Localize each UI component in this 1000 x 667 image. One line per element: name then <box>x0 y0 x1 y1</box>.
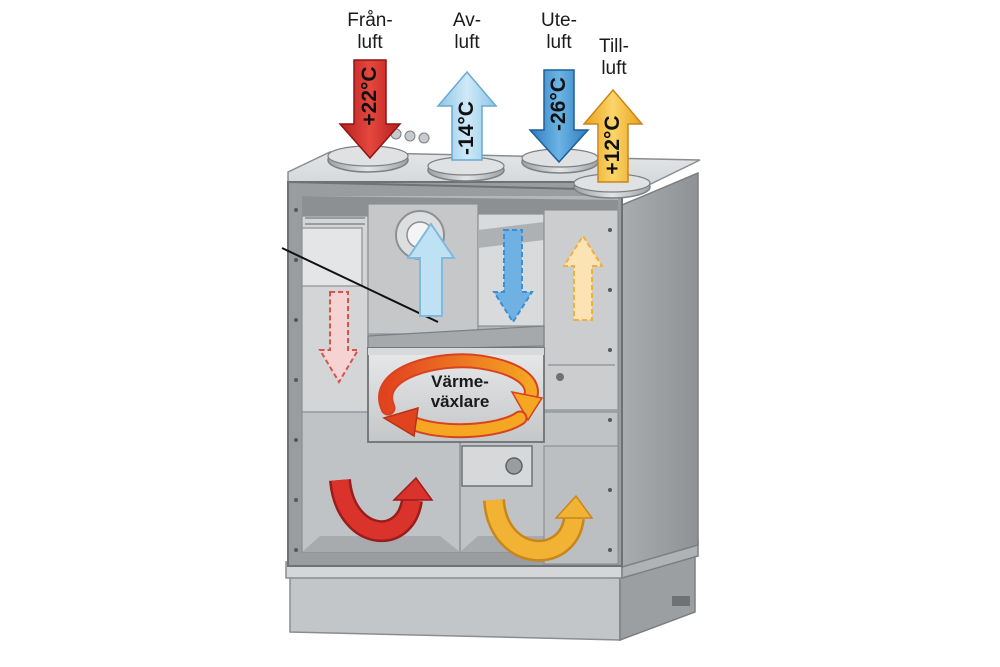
heat-exchanger-label-line2: växlare <box>430 392 490 411</box>
franluft-label-line2: luft <box>357 32 383 53</box>
avluft-arrow <box>436 70 498 161</box>
interior-extract-arrow-up <box>406 222 456 317</box>
uteluft-arrow <box>528 69 590 164</box>
interior-exhaust-arrow-down <box>318 291 360 384</box>
uteluft-temperature: -26°C <box>547 77 570 131</box>
franluft-label-line1: Från- <box>347 10 393 31</box>
tilluft-label: Till- luft <box>574 36 654 80</box>
tilluft-arrow <box>582 88 644 183</box>
avluft-temperature: -14°C <box>455 101 478 155</box>
interior-outdoor-arrow-down <box>492 229 534 324</box>
interior-supply-arrow-up <box>562 234 604 321</box>
bottom-uturn-arrows <box>329 476 594 562</box>
uteluft-label: Ute- luft <box>519 10 599 54</box>
heat-exchanger-label: Värme- växlare <box>395 372 525 412</box>
cabinet-side-panel <box>621 171 699 568</box>
interior-flow-arrows <box>318 222 604 384</box>
heat-exchanger-label-line1: Värme- <box>431 372 489 391</box>
franluft-label: Från- luft <box>330 10 410 54</box>
franluft-arrow <box>338 59 402 160</box>
uteluft-label-line1: Ute- <box>541 10 577 31</box>
external-arrows <box>338 59 644 183</box>
avluft-label: Av- luft <box>427 10 507 54</box>
tilluft-temperature: +12°C <box>601 115 624 175</box>
tilluft-label-line1: Till- <box>599 36 629 57</box>
heat-exchanger-swirl <box>378 353 544 439</box>
pointer-line <box>281 247 439 323</box>
avluft-label-line1: Av- <box>452 10 482 31</box>
avluft-label-line2: luft <box>454 32 480 53</box>
frame-rivets <box>294 208 612 552</box>
franluft-temperature: +22°C <box>358 66 381 126</box>
uteluft-label-line2: luft <box>546 32 572 53</box>
tilluft-label-line2: luft <box>601 58 627 79</box>
